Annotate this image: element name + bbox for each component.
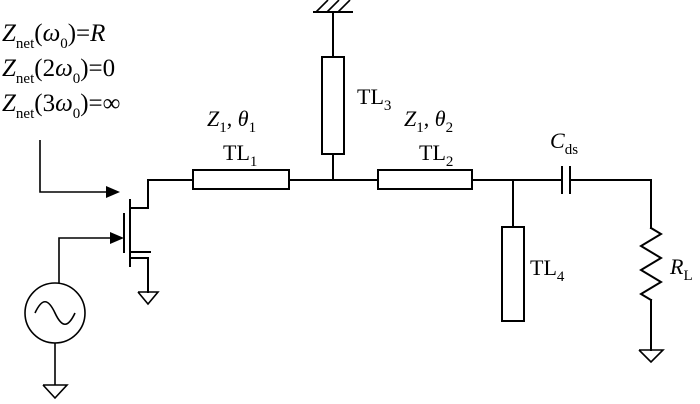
gate-input-arrow xyxy=(58,232,124,280)
resistor-label: RL xyxy=(669,254,693,284)
condition-third-harmonic: Znet(3ω0)=∞ xyxy=(2,90,120,122)
ground-icon xyxy=(638,349,665,364)
ac-source-icon xyxy=(24,280,86,385)
impedance-conditions: Znet(ω0)=R Znet(2ω0)=0 Znet(3ω0)=∞ xyxy=(2,20,120,122)
transistor xyxy=(123,179,151,293)
resistor-icon xyxy=(639,226,663,302)
tl2-line xyxy=(377,169,473,190)
ground-icon xyxy=(137,291,160,306)
tl1-line xyxy=(192,169,290,190)
tl2-params: Z1, θ2 xyxy=(404,106,453,136)
tl1-label: TL1 xyxy=(223,140,257,170)
tl3-stub xyxy=(321,11,345,181)
tl4-stub xyxy=(501,179,525,322)
condition-fundamental: Znet(ω0)=R xyxy=(2,20,105,52)
network-looking-arrow xyxy=(39,140,120,198)
main-line xyxy=(147,179,652,351)
tl4-label: TL4 xyxy=(530,255,565,285)
tl1-params: Z1, θ1 xyxy=(207,106,256,136)
tl2-label: TL2 xyxy=(419,140,453,170)
condition-second-harmonic: Znet(2ω0)=0 xyxy=(2,55,115,87)
tl3-label: TL3 xyxy=(357,84,391,114)
capacitor-label: Cds xyxy=(550,128,578,158)
ground-hatch-icon xyxy=(313,0,353,13)
ground-icon xyxy=(42,384,69,400)
capacitor-icon xyxy=(561,166,571,194)
